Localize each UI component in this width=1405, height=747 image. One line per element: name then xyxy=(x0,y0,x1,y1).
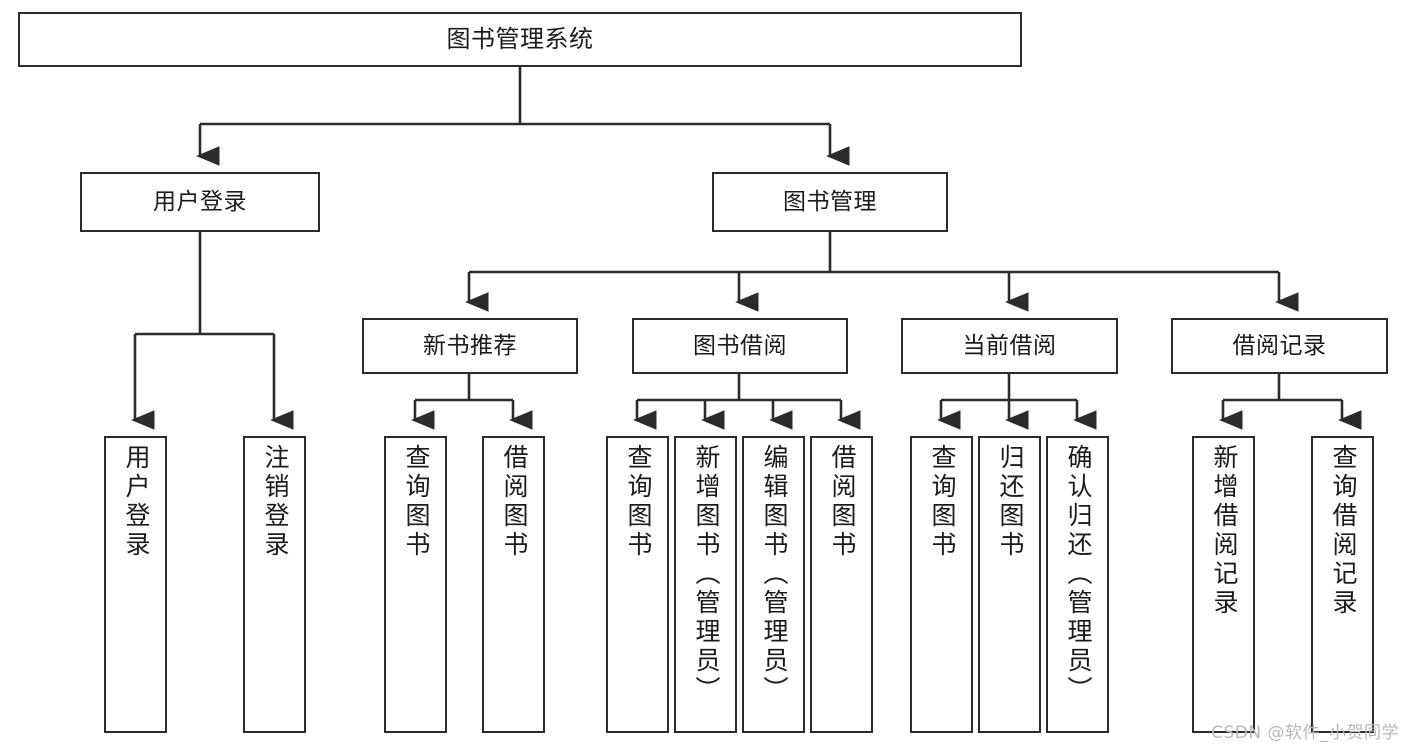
node-label: 查询图书 xyxy=(928,444,957,560)
leaf-user-login-logout[interactable]: 注销登录 xyxy=(243,436,306,733)
node-label: 查询图书 xyxy=(624,444,653,560)
leaf-borrow-record-query-record[interactable]: 查询借阅记录 xyxy=(1311,436,1374,733)
node-new-book-recommend[interactable]: 新书推荐 xyxy=(362,318,578,374)
node-label: 编辑图书（管理员） xyxy=(760,444,789,705)
node-label: 图书管理系统 xyxy=(446,24,594,53)
node-root-system[interactable]: 图书管理系统 xyxy=(18,12,1022,67)
leaf-new-book-borrow-book[interactable]: 借阅图书 xyxy=(482,436,545,733)
leaf-current-borrow-return-book[interactable]: 归还图书 xyxy=(978,436,1041,733)
node-label: 归还图书 xyxy=(996,444,1025,560)
node-label: 当前借阅 xyxy=(962,332,1057,359)
node-book-borrow[interactable]: 图书借阅 xyxy=(632,318,848,374)
csdn-watermark: CSDN @软件_小贺同学 xyxy=(1211,723,1399,743)
leaf-current-borrow-confirm-return-admin[interactable]: 确认归还（管理员） xyxy=(1046,436,1109,733)
leaf-current-borrow-query-book[interactable]: 查询图书 xyxy=(910,436,973,733)
node-label: 用户登录 xyxy=(153,188,247,215)
leaf-book-borrow-query-book[interactable]: 查询图书 xyxy=(606,436,669,733)
node-label: 用户登录 xyxy=(122,444,151,560)
node-label: 图书管理 xyxy=(783,188,877,215)
node-borrow-record[interactable]: 借阅记录 xyxy=(1171,318,1388,374)
node-label: 查询图书 xyxy=(402,444,431,560)
node-current-borrow[interactable]: 当前借阅 xyxy=(901,318,1118,374)
node-label: 新增借阅记录 xyxy=(1210,444,1239,618)
node-label: 借阅图书 xyxy=(500,444,529,560)
node-label: 借阅记录 xyxy=(1232,332,1327,359)
node-label: 新增图书（管理员） xyxy=(692,444,721,705)
node-user-login[interactable]: 用户登录 xyxy=(80,172,320,232)
leaf-borrow-record-add-record[interactable]: 新增借阅记录 xyxy=(1192,436,1255,733)
node-label: 确认归还（管理员） xyxy=(1064,444,1093,705)
node-book-management[interactable]: 图书管理 xyxy=(712,172,948,232)
node-label: 图书借阅 xyxy=(693,332,787,359)
leaf-user-login-login[interactable]: 用户登录 xyxy=(104,436,167,733)
leaf-book-borrow-borrow-book[interactable]: 借阅图书 xyxy=(810,436,873,733)
node-label: 借阅图书 xyxy=(828,444,857,560)
leaf-new-book-query-book[interactable]: 查询图书 xyxy=(384,436,447,733)
leaf-book-borrow-add-book-admin[interactable]: 新增图书（管理员） xyxy=(674,436,737,733)
leaf-book-borrow-edit-book-admin[interactable]: 编辑图书（管理员） xyxy=(742,436,805,733)
node-label: 注销登录 xyxy=(261,444,290,560)
node-label: 新书推荐 xyxy=(423,332,517,359)
node-label: 查询借阅记录 xyxy=(1329,444,1358,618)
